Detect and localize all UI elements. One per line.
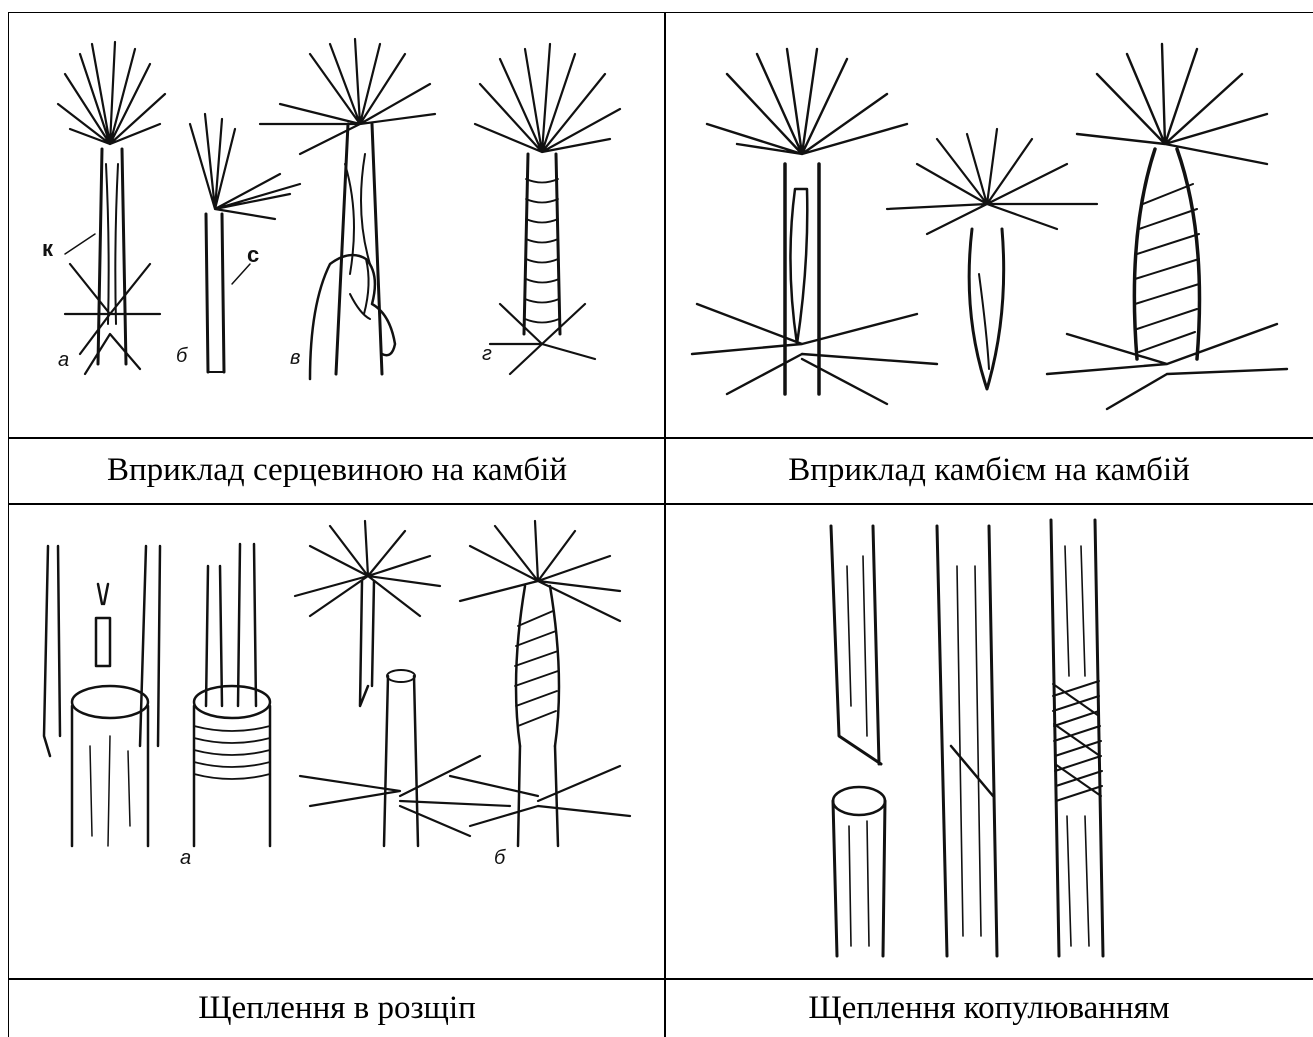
- label-a: а: [58, 349, 69, 371]
- caption-side-graft-cambium: Вприклад камбієм на камбій: [667, 439, 1311, 502]
- caption-cleft-graft: Щеплення в розщіп: [10, 980, 664, 1037]
- caption-side-graft-pith: Вприклад серцевиною на камбій: [10, 439, 664, 502]
- drawing-cleft-b: б: [295, 521, 630, 869]
- illustration-cleft-graft: а б: [10, 506, 664, 977]
- drawing-a: к а: [42, 42, 165, 374]
- caption-whip-graft: Щеплення копулюванням: [667, 980, 1311, 1037]
- illustration-whip-graft: [667, 506, 1311, 977]
- row-divider-2: [8, 503, 1313, 505]
- drawing-stock-cut: [833, 787, 885, 956]
- label-g: г: [482, 343, 492, 365]
- label-k: к: [42, 236, 54, 261]
- drawing-scion-cut: [831, 526, 881, 764]
- drawing-b: с б: [176, 114, 300, 372]
- label-cleft-b: б: [494, 847, 506, 869]
- label-b: б: [176, 345, 188, 367]
- drawing-g: г: [475, 44, 620, 374]
- label-c: с: [247, 242, 259, 267]
- drawing-joined: [937, 526, 997, 956]
- drawing-wrapped: [1047, 44, 1287, 409]
- drawing-rootstock: [692, 49, 937, 404]
- drawing-wrapped-joint: [1051, 520, 1103, 956]
- illustration-side-graft-cambium: [667, 14, 1311, 436]
- column-divider: [664, 12, 666, 1037]
- illustration-side-graft-pith: к а с б в: [10, 14, 664, 436]
- drawing-cleft-a: а: [44, 544, 270, 869]
- label-v: в: [290, 347, 300, 369]
- label-cleft-a: а: [180, 847, 191, 869]
- drawing-v: в: [260, 39, 435, 379]
- drawing-scion: [887, 129, 1097, 389]
